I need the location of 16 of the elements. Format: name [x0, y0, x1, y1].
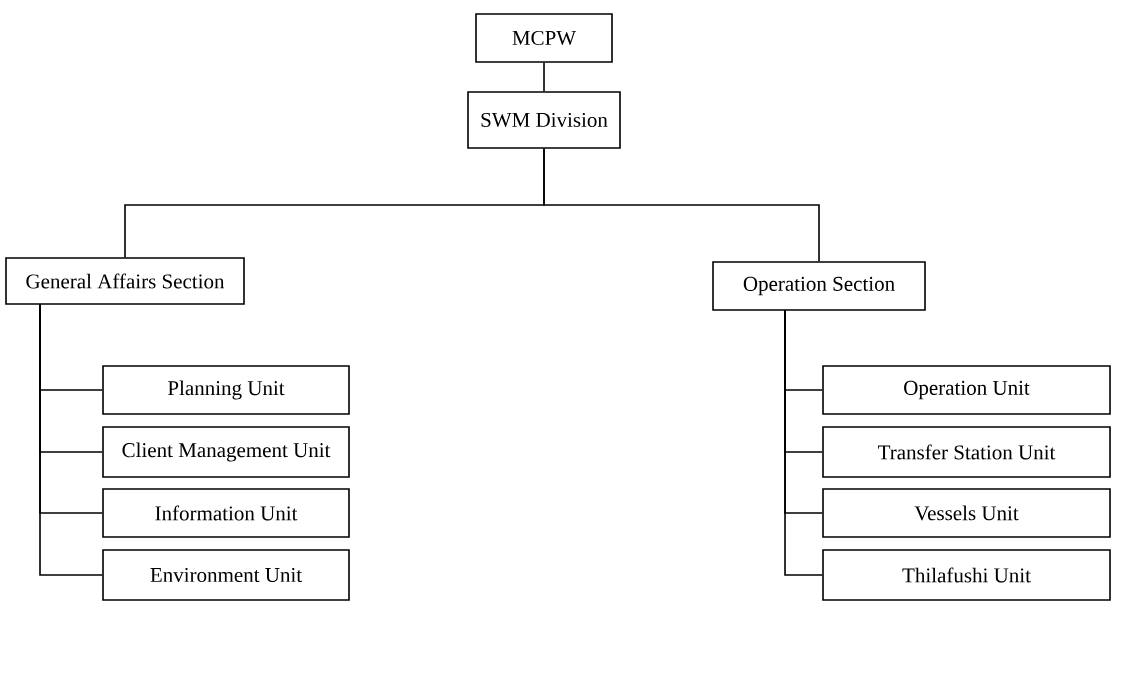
org-box: Operation Section — [712, 261, 926, 311]
org-box: Environment Unit — [102, 549, 350, 601]
org-box: Client Management Unit — [102, 426, 350, 478]
org-box: General Affairs Section — [5, 257, 245, 305]
org-box: SWM Division — [467, 91, 621, 149]
org-box: Information Unit — [102, 488, 350, 538]
connector-line — [784, 309, 823, 576]
org-box: MCPW — [475, 13, 613, 63]
org-box: Thilafushi Unit — [822, 549, 1111, 601]
connector-line — [39, 303, 103, 576]
org-box: Vessels Unit — [822, 488, 1111, 538]
org-box: Planning Unit — [102, 365, 350, 415]
connector-line — [543, 148, 820, 262]
org-box: Transfer Station Unit — [822, 426, 1111, 478]
org-box: Operation Unit — [822, 365, 1111, 415]
connector-line — [543, 62, 545, 92]
